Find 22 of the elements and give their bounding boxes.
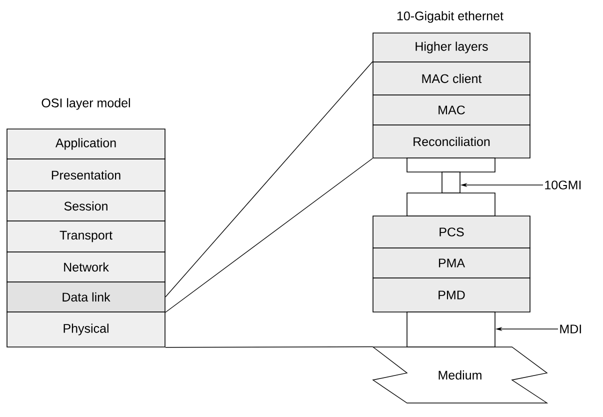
- layer-box: Reconciliation: [372, 124, 530, 158]
- layer-box: Session: [6, 190, 166, 222]
- layer-box: Transport: [6, 220, 166, 252]
- mapping-line: [165, 158, 373, 313]
- heading: OSI layer model: [42, 98, 130, 110]
- layer-box: MAC: [372, 94, 530, 126]
- mapping-line: [165, 61, 373, 298]
- interface-bar: [442, 172, 460, 194]
- layer-box: Data link: [6, 282, 166, 312]
- layer-box: PMA: [372, 248, 530, 278]
- interface-label: MDI: [560, 324, 581, 334]
- layer-box: PCS: [372, 216, 530, 248]
- layer-box: Presentation: [6, 158, 166, 192]
- mapping-line: [165, 346, 374, 348]
- layer-box: Physical: [6, 312, 166, 348]
- layer-box: MAC client: [372, 62, 530, 96]
- layer-box: PMD: [372, 278, 530, 312]
- interface-block: [406, 312, 496, 348]
- layer-box: Network: [6, 252, 166, 282]
- layer-box: Higher layers: [372, 32, 530, 62]
- layer-box: Application: [6, 128, 166, 160]
- interface-label: 10GMI: [545, 180, 581, 190]
